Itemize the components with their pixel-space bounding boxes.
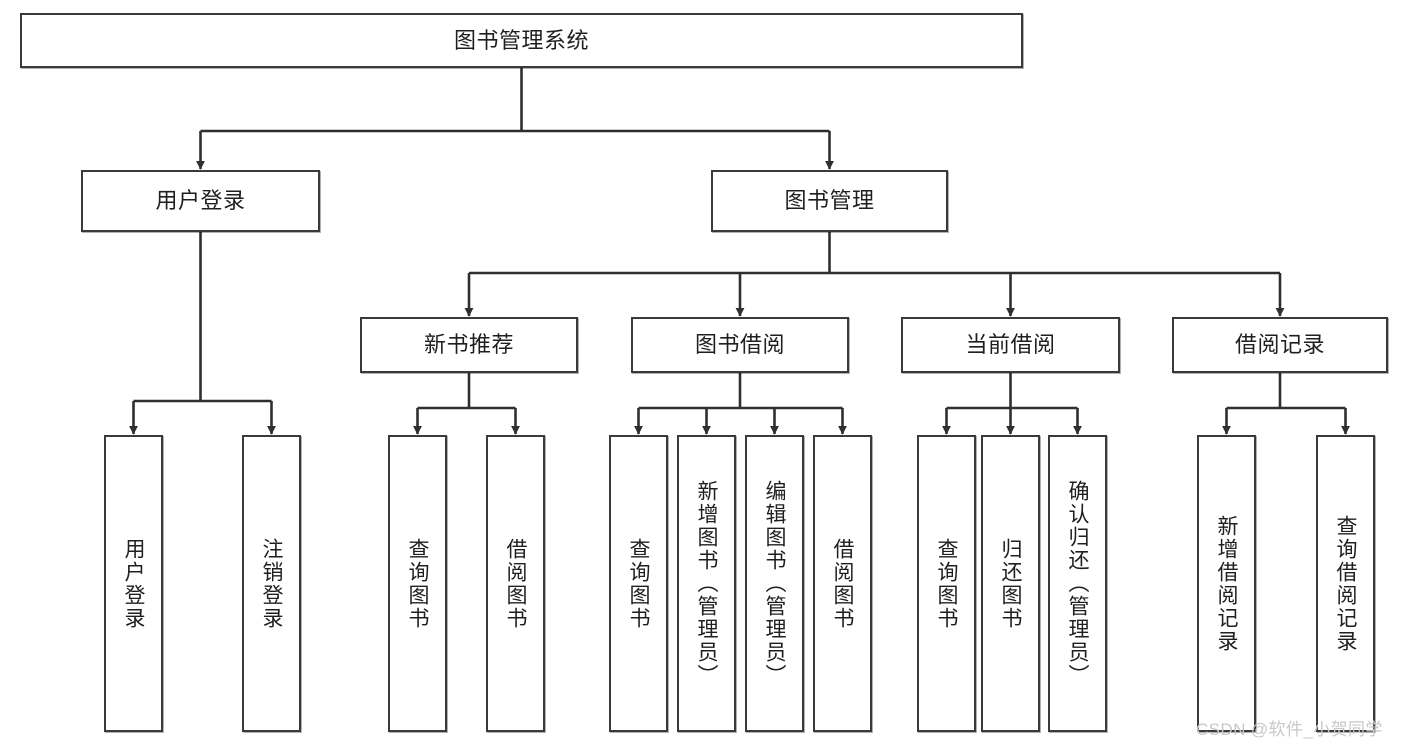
node-l-cu-return[interactable]: 归还图书 xyxy=(981,435,1040,732)
node-borrow[interactable]: 图书借阅 xyxy=(631,317,849,373)
node-l-bo-query[interactable]: 查询图书 xyxy=(609,435,668,732)
node-l-bo-add[interactable]: 新增图书（管理员） xyxy=(677,435,736,732)
node-l-re-add[interactable]: 新增借阅记录 xyxy=(1197,435,1256,732)
node-label: 借阅图书 xyxy=(504,537,527,630)
node-label: 用户登录 xyxy=(122,537,145,630)
node-label: 借阅记录 xyxy=(1234,332,1325,358)
node-label: 用户登录 xyxy=(155,188,246,214)
node-root[interactable]: 图书管理系统 xyxy=(20,13,1023,68)
node-current[interactable]: 当前借阅 xyxy=(901,317,1120,373)
node-label: 查询图书 xyxy=(406,537,429,630)
node-l-re-query[interactable]: 查询借阅记录 xyxy=(1316,435,1375,732)
node-l-bo-edit[interactable]: 编辑图书（管理员） xyxy=(745,435,804,732)
node-label: 图书管理 xyxy=(784,188,875,214)
node-label: 查询图书 xyxy=(935,537,958,630)
node-label: 确认归还（管理员） xyxy=(1066,480,1089,687)
node-label: 图书借阅 xyxy=(694,332,785,358)
node-label: 新书推荐 xyxy=(423,332,514,358)
node-l-nb-borrow[interactable]: 借阅图书 xyxy=(486,435,545,732)
node-label: 注销登录 xyxy=(260,537,283,630)
node-label: 归还图书 xyxy=(999,537,1022,630)
node-label: 编辑图书（管理员） xyxy=(763,480,786,687)
node-l-bo-lend[interactable]: 借阅图书 xyxy=(813,435,872,732)
node-l-cu-query[interactable]: 查询图书 xyxy=(917,435,976,732)
node-l-logout[interactable]: 注销登录 xyxy=(242,435,301,732)
node-label: 查询借阅记录 xyxy=(1334,514,1357,653)
node-label: 当前借阅 xyxy=(965,332,1056,358)
node-l-userlogin[interactable]: 用户登录 xyxy=(104,435,163,732)
node-label: 新增借阅记录 xyxy=(1215,514,1238,653)
node-bookmgmt[interactable]: 图书管理 xyxy=(711,170,948,232)
node-records[interactable]: 借阅记录 xyxy=(1172,317,1388,373)
node-l-cu-confirm[interactable]: 确认归还（管理员） xyxy=(1048,435,1107,732)
node-login[interactable]: 用户登录 xyxy=(81,170,320,232)
node-label: 查询图书 xyxy=(627,537,650,630)
node-label: 借阅图书 xyxy=(831,537,854,630)
node-label: 新增图书（管理员） xyxy=(695,480,718,687)
node-l-nb-query[interactable]: 查询图书 xyxy=(388,435,447,732)
node-label: 图书管理系统 xyxy=(453,27,589,53)
edge-lines xyxy=(129,68,1350,435)
node-newbooks[interactable]: 新书推荐 xyxy=(360,317,578,373)
